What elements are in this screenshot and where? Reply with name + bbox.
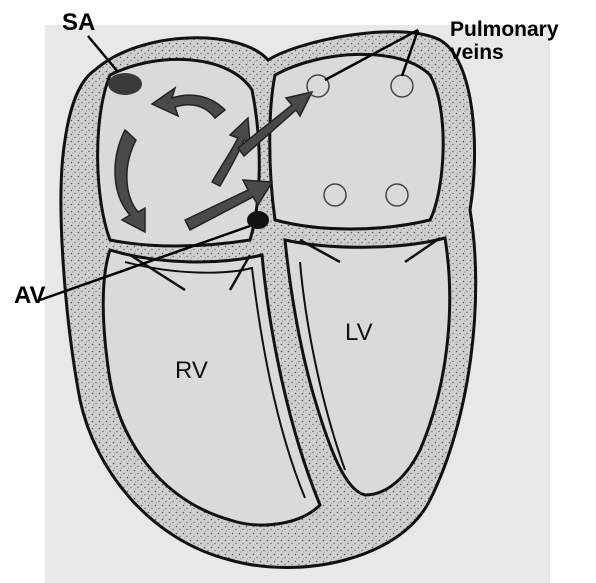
sa-node xyxy=(108,73,142,95)
left-atrium xyxy=(270,54,443,229)
lv-label: LV xyxy=(345,319,373,346)
av-label: AV xyxy=(14,283,46,309)
pulmonary-label-line1: Pulmonary xyxy=(450,18,559,41)
pulmonary-label-line2: veins xyxy=(450,41,559,64)
rv-label: RV xyxy=(175,357,208,384)
sa-label: SA xyxy=(62,10,95,36)
av-node xyxy=(247,211,269,229)
pulmonary-veins-label: Pulmonary veins xyxy=(450,18,559,64)
